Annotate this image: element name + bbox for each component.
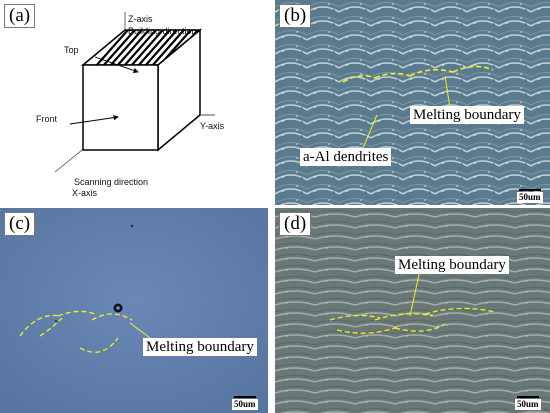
panel-a: Z-axis Building direction Top Front Y-ax… [0,0,268,200]
micrograph-d [275,208,550,413]
building-direction-label: Building direction [128,26,197,36]
front-arrow [69,114,119,125]
front-face [82,64,159,151]
c-melting-boundary-label: Melting boundary [143,338,257,356]
panel-d: Melting boundary 50um (d) [275,208,550,413]
c-leader [129,322,151,339]
top-arrow [94,56,139,74]
panel-c: Melting boundary 50um (c) [0,208,268,413]
b-melting-boundary-label: Melting boundary [410,106,524,124]
micrograph-c [0,208,268,413]
panel-label-d: (d) [279,212,312,236]
panel-label-b: (b) [279,4,312,28]
micrograph-b [275,0,550,205]
panel-label-a: (a) [4,4,36,28]
d-leader [409,269,421,317]
b-leader-boundary [444,75,451,109]
build-box-schematic [54,12,215,173]
y-axis-label: Y-axis [200,121,225,131]
x-axis-label: X-axis [72,188,98,198]
d-scale-bar: 50um [515,396,541,410]
panel-b: Melting boundary a-Al dendrites 50um (b) [275,0,550,205]
panel-label-c: (c) [4,212,36,236]
c-melt-boundary-dashes [19,310,133,353]
d-melting-boundary-label: Melting boundary [395,256,509,274]
d-melt-boundary-dashes [329,307,496,334]
c-scale-bar: 50um [232,396,258,410]
scanning-direction-label: Scanning direction [74,177,149,187]
b-dendrites-label: a-Al dendrites [300,148,392,166]
melt-boundary-dashes [342,65,494,83]
b-leader-dendrites [362,114,378,149]
b-scale-bar: 50um [517,189,543,203]
top-label: Top [64,45,79,55]
z-axis-label: Z-axis [128,14,153,24]
front-label: Front [36,114,58,124]
